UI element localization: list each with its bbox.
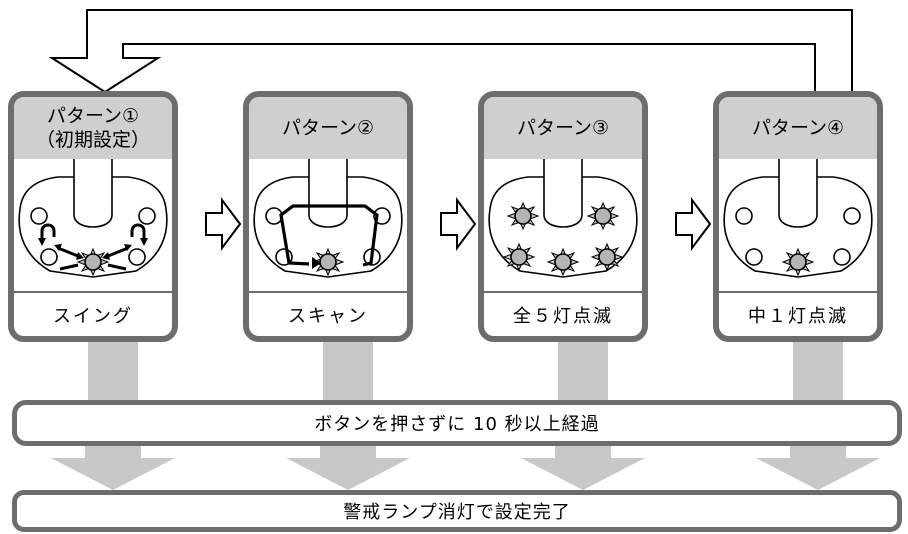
pattern-mode: スキャン xyxy=(249,291,407,336)
pattern-card-2: パターン② スキャン xyxy=(243,91,413,342)
down-arrows xyxy=(51,340,880,490)
connector-4 xyxy=(793,340,843,402)
pattern-title: パターン④ xyxy=(751,117,845,139)
pattern-header: パターン③ xyxy=(484,97,642,159)
lamp-center xyxy=(319,253,337,271)
lamp-bottom-left-lit xyxy=(502,242,536,272)
lamp-top-left-lit xyxy=(506,201,540,231)
pattern-title: パターン② xyxy=(281,117,375,139)
pattern-mode: 中１灯点滅 xyxy=(719,291,877,336)
next-arrow-3 xyxy=(675,197,712,251)
timeout-condition-bar: ボタンを押さずに 10 秒以上経過 xyxy=(12,400,902,446)
lamp-top-left xyxy=(30,207,48,225)
remote-illustration xyxy=(723,159,873,278)
down-arrow-3 xyxy=(521,446,645,490)
down-arrow-1 xyxy=(51,446,175,490)
pattern-header: パターン① （初期設定） xyxy=(14,97,172,159)
remote-handle xyxy=(543,159,583,228)
pattern-card-3: パターン③ 全５灯点滅 xyxy=(478,91,648,342)
connector-1 xyxy=(88,340,138,402)
lamp-bottom-right xyxy=(128,248,146,266)
pattern-card-4: パターン④ 中１灯点滅 xyxy=(713,91,883,342)
lamp-top-right xyxy=(138,207,156,225)
next-arrow-1 xyxy=(205,197,242,251)
pattern-mode: スイング xyxy=(14,291,172,336)
remote-handle xyxy=(308,159,348,228)
lamp-bottom-left xyxy=(40,248,58,266)
pattern-title: パターン③ xyxy=(516,117,610,139)
connector-2 xyxy=(323,340,373,402)
remote-handle xyxy=(73,159,113,228)
scan-arrowhead xyxy=(312,257,321,269)
result-label: 警戒ランプ消灯で設定完了 xyxy=(343,502,571,523)
remote-illustration xyxy=(488,159,638,278)
lamp-center-lit xyxy=(546,247,580,277)
result-bar: 警戒ランプ消灯で設定完了 xyxy=(12,490,902,532)
swing-arrowheads xyxy=(38,238,148,260)
lamp-top-left xyxy=(735,207,753,225)
pattern-card-1: パターン① （初期設定） スイング xyxy=(8,91,178,342)
timeout-label: ボタンを押さずに 10 秒以上経過 xyxy=(314,414,600,435)
scan-path xyxy=(279,204,379,267)
connector-3 xyxy=(558,340,608,402)
remote-handle xyxy=(778,159,818,228)
down-arrow-4 xyxy=(756,446,880,490)
lamp-bottom-right xyxy=(833,248,851,266)
remote-illustration xyxy=(18,159,168,278)
down-arrow-2 xyxy=(286,446,410,490)
next-arrows xyxy=(205,197,712,251)
pattern-mode: 全５灯点滅 xyxy=(484,291,642,336)
next-arrow-2 xyxy=(440,197,477,251)
lamp-bottom-left xyxy=(745,248,763,266)
lamp-bottom-right-lit xyxy=(590,242,624,272)
lamp-center xyxy=(84,253,102,271)
loop-back-arrow xyxy=(48,9,853,94)
pattern-header: パターン④ xyxy=(719,97,877,159)
swing-arrows xyxy=(40,223,146,271)
pattern-subtitle: （初期設定） xyxy=(35,129,150,151)
remote-illustration xyxy=(253,159,403,278)
pattern-title: パターン① xyxy=(46,105,140,127)
lamp-center xyxy=(789,253,807,271)
lamp-top-right xyxy=(843,207,861,225)
pattern-header: パターン② xyxy=(249,97,407,159)
lamp-top-right-lit xyxy=(586,201,620,231)
lamp-top-right xyxy=(373,207,391,225)
